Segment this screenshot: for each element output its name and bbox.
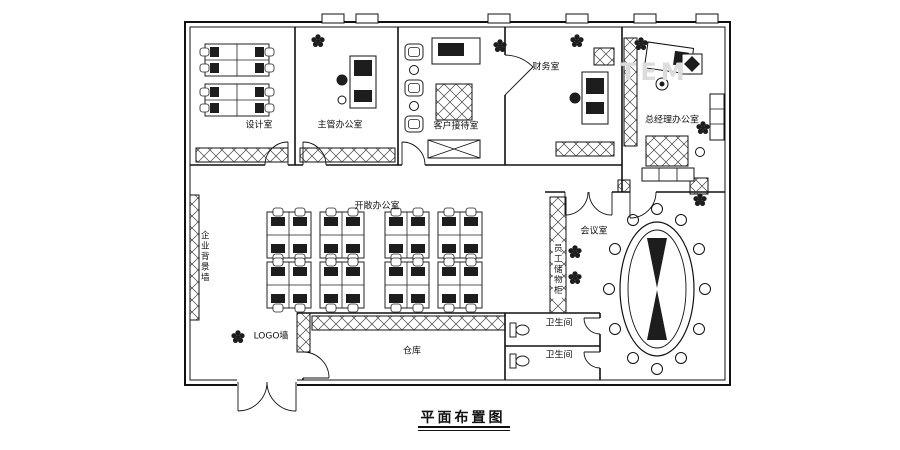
- open-office-workstations: [266, 207, 483, 313]
- design-cabinet: [195, 147, 289, 163]
- room-label-open-office: 开敞办公室: [354, 201, 400, 212]
- finance-room-furniture: [569, 71, 609, 125]
- finance-safe: [593, 47, 615, 66]
- background-wall-strip: [189, 194, 200, 321]
- room-label-supervisor: 主管办公室: [317, 120, 363, 131]
- plant-icon: [570, 34, 584, 47]
- gm-office-furniture: [641, 41, 725, 182]
- entrance-door-right: [266, 381, 297, 412]
- room-label-bg-wall: 企业背景墙: [199, 228, 210, 286]
- plant-icon: [568, 271, 582, 284]
- title-underline-thick: [418, 426, 510, 428]
- doors: [237, 54, 657, 412]
- room-label-meeting: 会议室: [580, 226, 608, 237]
- finance-cabinet: [555, 141, 615, 157]
- plant-icon: [231, 330, 245, 343]
- supervisor-door: [302, 141, 327, 166]
- room-label-reception: 客户接待室: [433, 121, 479, 132]
- supervisor-office-furniture: [336, 55, 377, 109]
- room-label-warehouse: 仓库: [402, 346, 422, 357]
- warehouse-shelf: [311, 315, 506, 331]
- supervisor-cabinet: [299, 147, 396, 163]
- room-label-wc2: 卫生间: [545, 350, 573, 361]
- wc1-door: [583, 317, 601, 335]
- plant-icon: [568, 245, 582, 258]
- column: [617, 179, 631, 193]
- plant-icon: [693, 193, 707, 206]
- reception-furniture: [404, 37, 481, 159]
- design-room-furniture: [199, 43, 275, 117]
- finance-door: [504, 54, 534, 96]
- warehouse-door: [302, 351, 330, 379]
- plant-icon: [311, 34, 325, 47]
- title-underline-thin: [418, 430, 510, 431]
- wall-pilasters: [321, 13, 719, 24]
- entrance-door-left: [237, 381, 268, 412]
- wc2-door: [583, 351, 601, 369]
- meeting-door-right: [588, 191, 613, 216]
- room-label-finance: 财务室: [532, 62, 560, 73]
- plan-title: 平面布置图: [420, 410, 506, 426]
- logo-wall-strip: [296, 312, 311, 353]
- cabinets-and-lockers: [189, 37, 709, 353]
- meeting-door-left: [564, 191, 589, 216]
- gm-door: [629, 191, 657, 219]
- watermark-text: TEM: [620, 58, 689, 86]
- room-label-logo-wall: LOGO墙: [253, 331, 289, 342]
- room-label-gm: 总经理办公室: [644, 115, 700, 126]
- room-label-wc1: 卫生间: [545, 318, 573, 329]
- design-door: [264, 141, 289, 166]
- reception-door: [401, 141, 426, 166]
- room-label-design: 设计室: [245, 120, 273, 131]
- room-label-lockers: 员工储物柜: [552, 241, 563, 299]
- meeting-room-furniture: [603, 203, 711, 375]
- gm-cabinet: [623, 37, 638, 147]
